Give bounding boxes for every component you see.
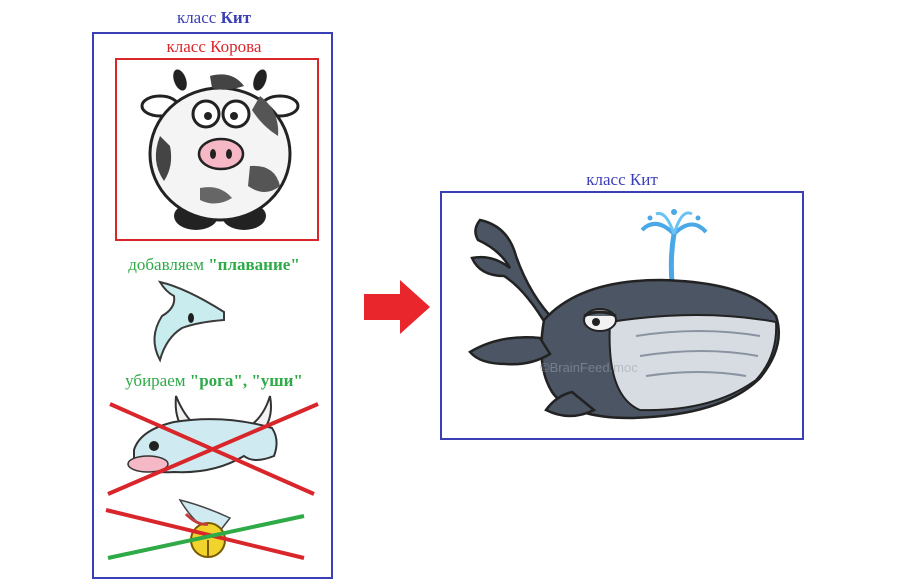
watermark-text: ©BrainFeed.moc bbox=[540, 360, 638, 375]
whale-class-title: класс Кит bbox=[586, 170, 658, 189]
bell-crossed-out bbox=[105, 498, 305, 560]
removed-features: "рога", "уши" bbox=[189, 371, 303, 390]
cow-head-crossed-out bbox=[107, 395, 319, 496]
left-class-title: класс Кит bbox=[176, 8, 252, 27]
cow-illustration bbox=[140, 69, 300, 230]
water-spout-icon bbox=[640, 209, 708, 285]
whale-illustration: ©BrainFeed.moc bbox=[468, 209, 780, 420]
whale-class-frame bbox=[440, 191, 804, 440]
add-swimming-feature: "плавание" bbox=[208, 255, 300, 274]
cow-class-frame bbox=[115, 58, 319, 241]
remove-features-caption: убираем "рога", "уши" bbox=[125, 371, 303, 390]
cow-class-title: класс Корова bbox=[166, 37, 262, 56]
whale-fin-icon bbox=[153, 280, 225, 363]
transformation-arrow bbox=[364, 280, 430, 334]
left-class-name: Кит bbox=[220, 8, 252, 27]
add-swimming-caption: добавляем "плавание" bbox=[128, 255, 300, 274]
left-class-frame bbox=[92, 32, 333, 579]
